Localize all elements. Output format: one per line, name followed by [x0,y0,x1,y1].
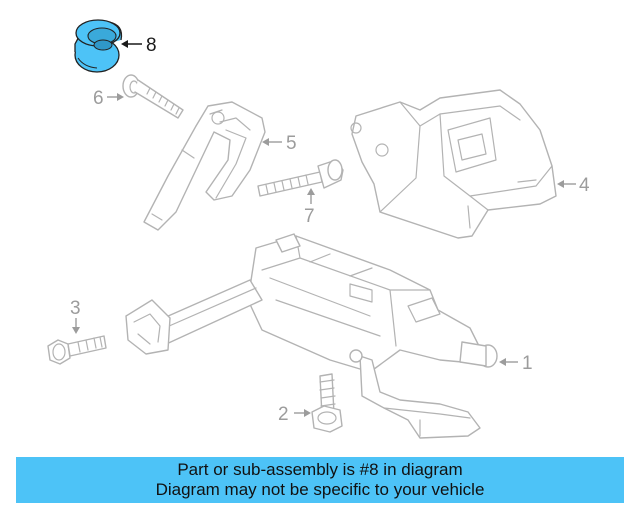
callout-3: 3 [70,298,81,334]
info-banner: Part or sub-assembly is #8 in diagram Di… [16,457,624,503]
callout-4: 4 [557,175,590,196]
part-8-grommet[interactable] [74,19,123,73]
callout-3-label: 3 [70,298,81,319]
part-4-housing [350,89,557,239]
part-1-steering-column [125,233,498,439]
part-7-bolt [257,159,344,197]
banner-line-2: Diagram may not be specific to your vehi… [155,480,485,499]
callout-8: 8 [121,35,157,56]
callout-1-label: 1 [522,353,533,374]
banner-line-1: Part or sub-assembly is #8 in diagram [177,460,463,479]
callout-7: 7 [304,188,315,227]
part-5-bracket [143,101,266,231]
callout-2: 2 [278,404,311,425]
part-2-bolt [311,373,343,433]
callout-1: 1 [499,353,533,374]
callout-7-label: 7 [304,206,315,227]
callout-5: 5 [262,133,297,154]
callout-5-label: 5 [286,133,297,154]
part-3-bolt [47,335,107,365]
part-6-bolt [122,74,184,119]
callout-6-label: 6 [93,88,104,109]
callout-2-label: 2 [278,404,289,425]
callout-6: 6 [93,88,124,109]
callout-4-label: 4 [579,175,590,196]
callout-8-label: 8 [146,35,157,56]
